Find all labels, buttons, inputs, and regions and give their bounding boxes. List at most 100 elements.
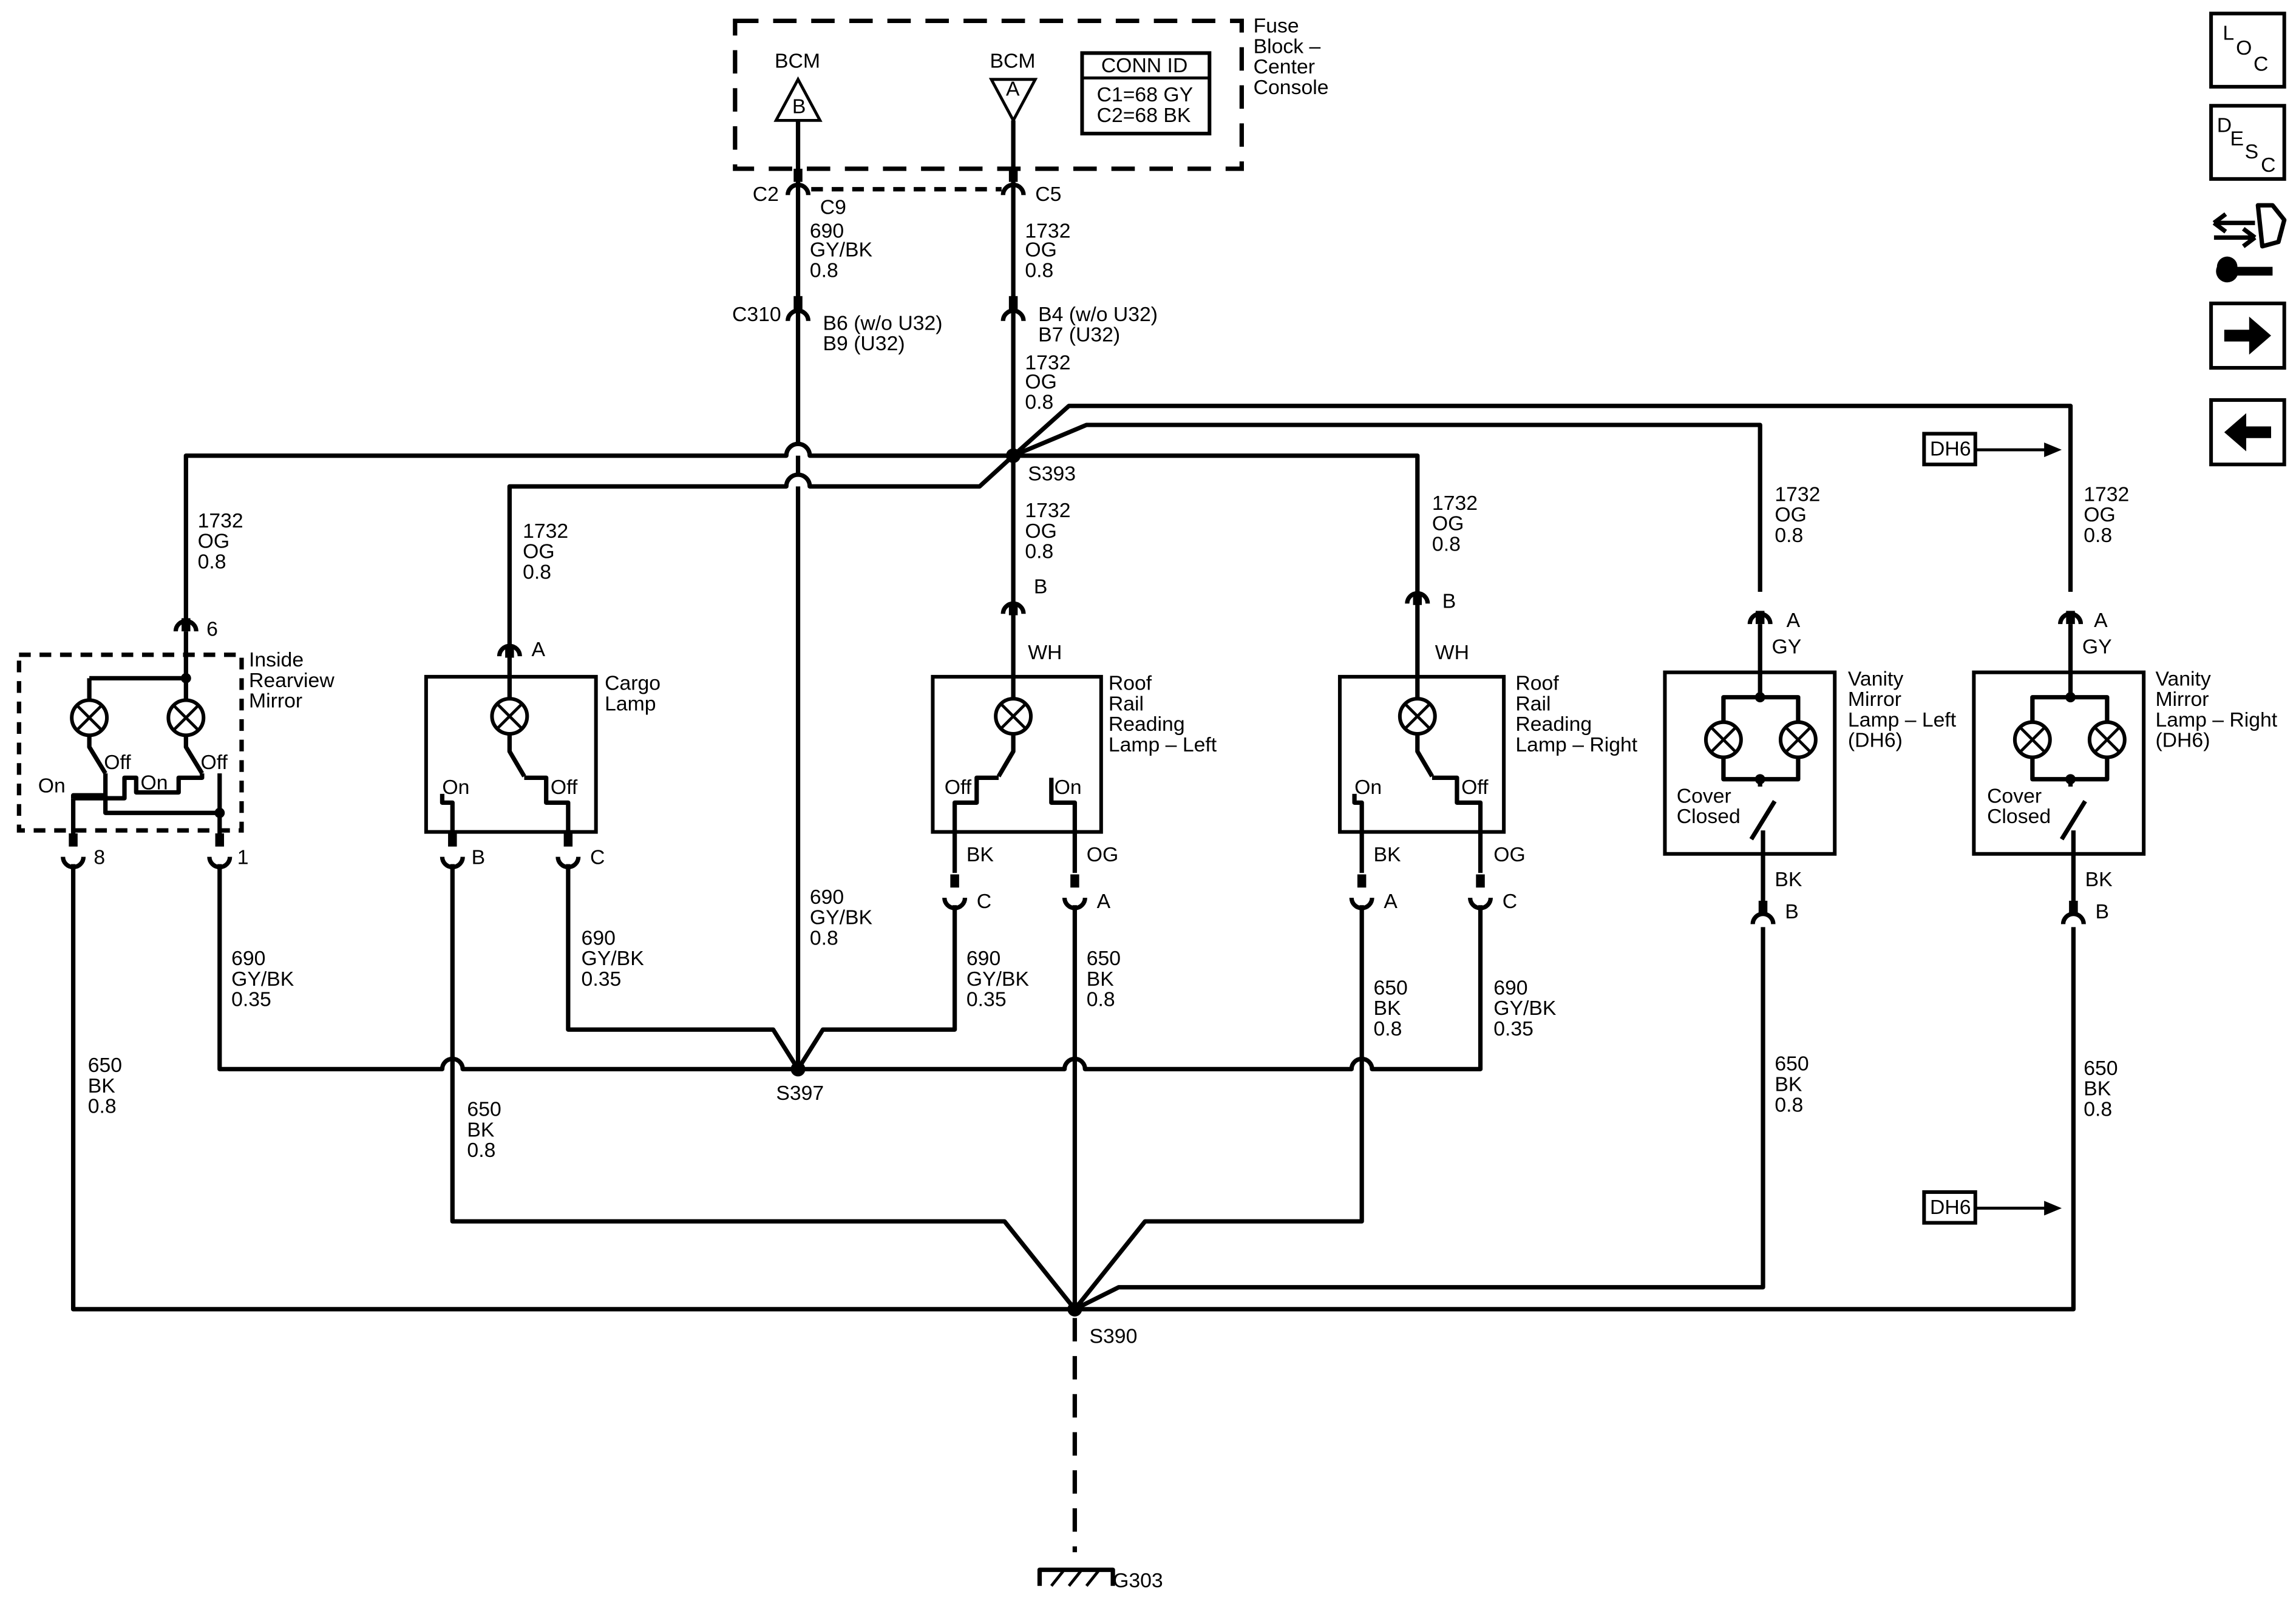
- svg-text:C: C: [590, 846, 605, 869]
- svg-text:Cargo: Cargo: [605, 672, 661, 695]
- connector-tool-icon[interactable]: [2212, 203, 2287, 283]
- svg-text:C310: C310: [732, 303, 781, 326]
- svg-text:BK: BK: [1373, 997, 1401, 1020]
- svg-text:Vanity: Vanity: [2155, 667, 2210, 690]
- svg-text:S: S: [2245, 140, 2259, 163]
- svg-text:1732: 1732: [1775, 483, 1820, 506]
- svg-text:Rail: Rail: [1109, 692, 1144, 715]
- svg-text:Lamp – Right: Lamp – Right: [2155, 708, 2277, 731]
- svg-text:WH: WH: [1028, 641, 1062, 664]
- svg-text:O: O: [2236, 36, 2252, 59]
- svg-text:E: E: [2230, 127, 2244, 150]
- svg-text:A: A: [1097, 890, 1111, 913]
- desc-icon[interactable]: D E S C: [2209, 104, 2286, 181]
- svg-text:0.35: 0.35: [1493, 1017, 1533, 1040]
- svg-text:BK: BK: [2084, 1077, 2111, 1100]
- svg-text:690: 690: [810, 219, 844, 242]
- svg-text:BK: BK: [1373, 843, 1401, 866]
- connector-c310: C310 B6 (w/o U32) B9 (U32) B4 (w/o U32) …: [732, 296, 1158, 355]
- bcm-b-pin: B: [792, 95, 806, 118]
- svg-text:Mirror: Mirror: [2155, 688, 2209, 711]
- svg-text:A: A: [532, 638, 546, 661]
- splice-s390-dot: [1067, 1301, 1082, 1317]
- svg-text:Roof: Roof: [1109, 672, 1152, 695]
- svg-text:OG: OG: [198, 530, 230, 553]
- option-ref-dh6-bottom: DH6: [1922, 1190, 2062, 1225]
- vanity-mirror-lamp-left: A GY Cover Closed BK B Vanity Mirror Lam…: [1663, 609, 1957, 924]
- ground-g303: G303: [1037, 1567, 1163, 1592]
- svg-text:A: A: [2094, 609, 2108, 632]
- svg-text:0.8: 0.8: [1025, 540, 1053, 563]
- svg-text:B: B: [2096, 900, 2110, 923]
- svg-text:Inside: Inside: [249, 648, 304, 671]
- svg-text:690: 690: [231, 947, 265, 970]
- wire-label-roof-right-690: 690 GY/BK 0.35: [1493, 976, 1557, 1040]
- svg-text:0.35: 0.35: [966, 988, 1007, 1011]
- previous-arrow-icon[interactable]: [2209, 398, 2286, 467]
- svg-text:C2=68 BK: C2=68 BK: [1097, 104, 1191, 127]
- wire-label-mirror-650: 650 BK 0.8: [88, 1054, 122, 1118]
- svg-text:OG: OG: [2084, 503, 2116, 526]
- svg-text:0.35: 0.35: [582, 968, 622, 991]
- svg-text:690: 690: [966, 947, 1000, 970]
- splice-s390: S390: [1090, 1324, 1138, 1348]
- svg-text:DH6: DH6: [1930, 438, 1971, 461]
- svg-text:Lamp – Right: Lamp – Right: [1515, 733, 1637, 756]
- next-arrow-icon[interactable]: [2209, 301, 2286, 370]
- svg-text:1: 1: [237, 846, 249, 869]
- svg-text:C: C: [2254, 52, 2268, 75]
- svg-text:(DH6): (DH6): [2155, 729, 2210, 752]
- svg-text:0.8: 0.8: [1025, 259, 1053, 282]
- svg-text:BK: BK: [88, 1074, 116, 1097]
- svg-text:OG: OG: [1025, 239, 1057, 262]
- svg-text:B4 (w/o U32): B4 (w/o U32): [1038, 303, 1158, 326]
- bcm-a-label: BCM: [990, 50, 1036, 73]
- connector-c5: C5: [1000, 168, 1061, 206]
- svg-text:Rail: Rail: [1515, 692, 1550, 715]
- splice-s393: S393: [1028, 463, 1076, 486]
- svg-text:Cover: Cover: [1987, 784, 2042, 807]
- svg-text:690: 690: [1493, 976, 1527, 999]
- svg-text:8: 8: [93, 846, 105, 869]
- svg-text:Vanity: Vanity: [1848, 667, 1903, 690]
- svg-text:OG: OG: [1087, 843, 1119, 866]
- svg-text:BK: BK: [1087, 968, 1115, 991]
- svg-text:B: B: [472, 846, 486, 869]
- svg-text:1732: 1732: [1025, 351, 1070, 374]
- svg-text:A: A: [1787, 609, 1801, 632]
- loc-icon[interactable]: L O C: [2209, 12, 2286, 89]
- connector-c2: C2: [753, 168, 811, 206]
- svg-text:Closed: Closed: [1677, 805, 1741, 828]
- connector-c9: C9: [820, 196, 846, 219]
- svg-text:B: B: [1785, 900, 1799, 923]
- svg-text:Off: Off: [945, 776, 972, 799]
- svg-text:0.8: 0.8: [810, 259, 838, 282]
- fuse-block-outline: [733, 18, 1244, 171]
- svg-text:Mirror: Mirror: [1848, 688, 1901, 711]
- svg-text:CONN ID: CONN ID: [1101, 54, 1187, 77]
- svg-text:Reading: Reading: [1515, 713, 1592, 736]
- svg-text:0.8: 0.8: [2084, 524, 2112, 547]
- svg-text:1732: 1732: [523, 520, 568, 543]
- svg-text:6: 6: [206, 617, 218, 640]
- roof-rail-reading-lamp-left: B WH Off On BK OG C A Roof Rail Reading …: [931, 575, 1217, 913]
- inside-rearview-mirror: 6 Off Off On On 8 1 Inside Rearview Mirr…: [16, 617, 335, 870]
- splice-s397: S397: [776, 1082, 824, 1105]
- svg-text:650: 650: [88, 1054, 122, 1077]
- wire-label-vanity-right-feed: 1732 OG 0.8: [2084, 483, 2129, 547]
- wire-label-mirror-690: 690 GY/BK 0.35: [231, 947, 294, 1011]
- wire-label-center-690: 690 GY/BK 0.8: [810, 886, 873, 950]
- bcm-a-triangle: [988, 78, 1038, 124]
- svg-text:Closed: Closed: [1987, 805, 2051, 828]
- svg-text:Console: Console: [1254, 76, 1329, 99]
- svg-text:BK: BK: [467, 1118, 495, 1141]
- svg-text:OG: OG: [1025, 370, 1057, 393]
- svg-text:GY/BK: GY/BK: [1493, 997, 1557, 1020]
- svg-text:B: B: [1442, 590, 1456, 613]
- svg-text:1732: 1732: [1025, 219, 1070, 242]
- svg-text:0.8: 0.8: [88, 1095, 117, 1118]
- svg-text:C2: C2: [753, 183, 779, 206]
- svg-text:BK: BK: [966, 843, 994, 866]
- svg-text:(DH6): (DH6): [1848, 729, 1903, 752]
